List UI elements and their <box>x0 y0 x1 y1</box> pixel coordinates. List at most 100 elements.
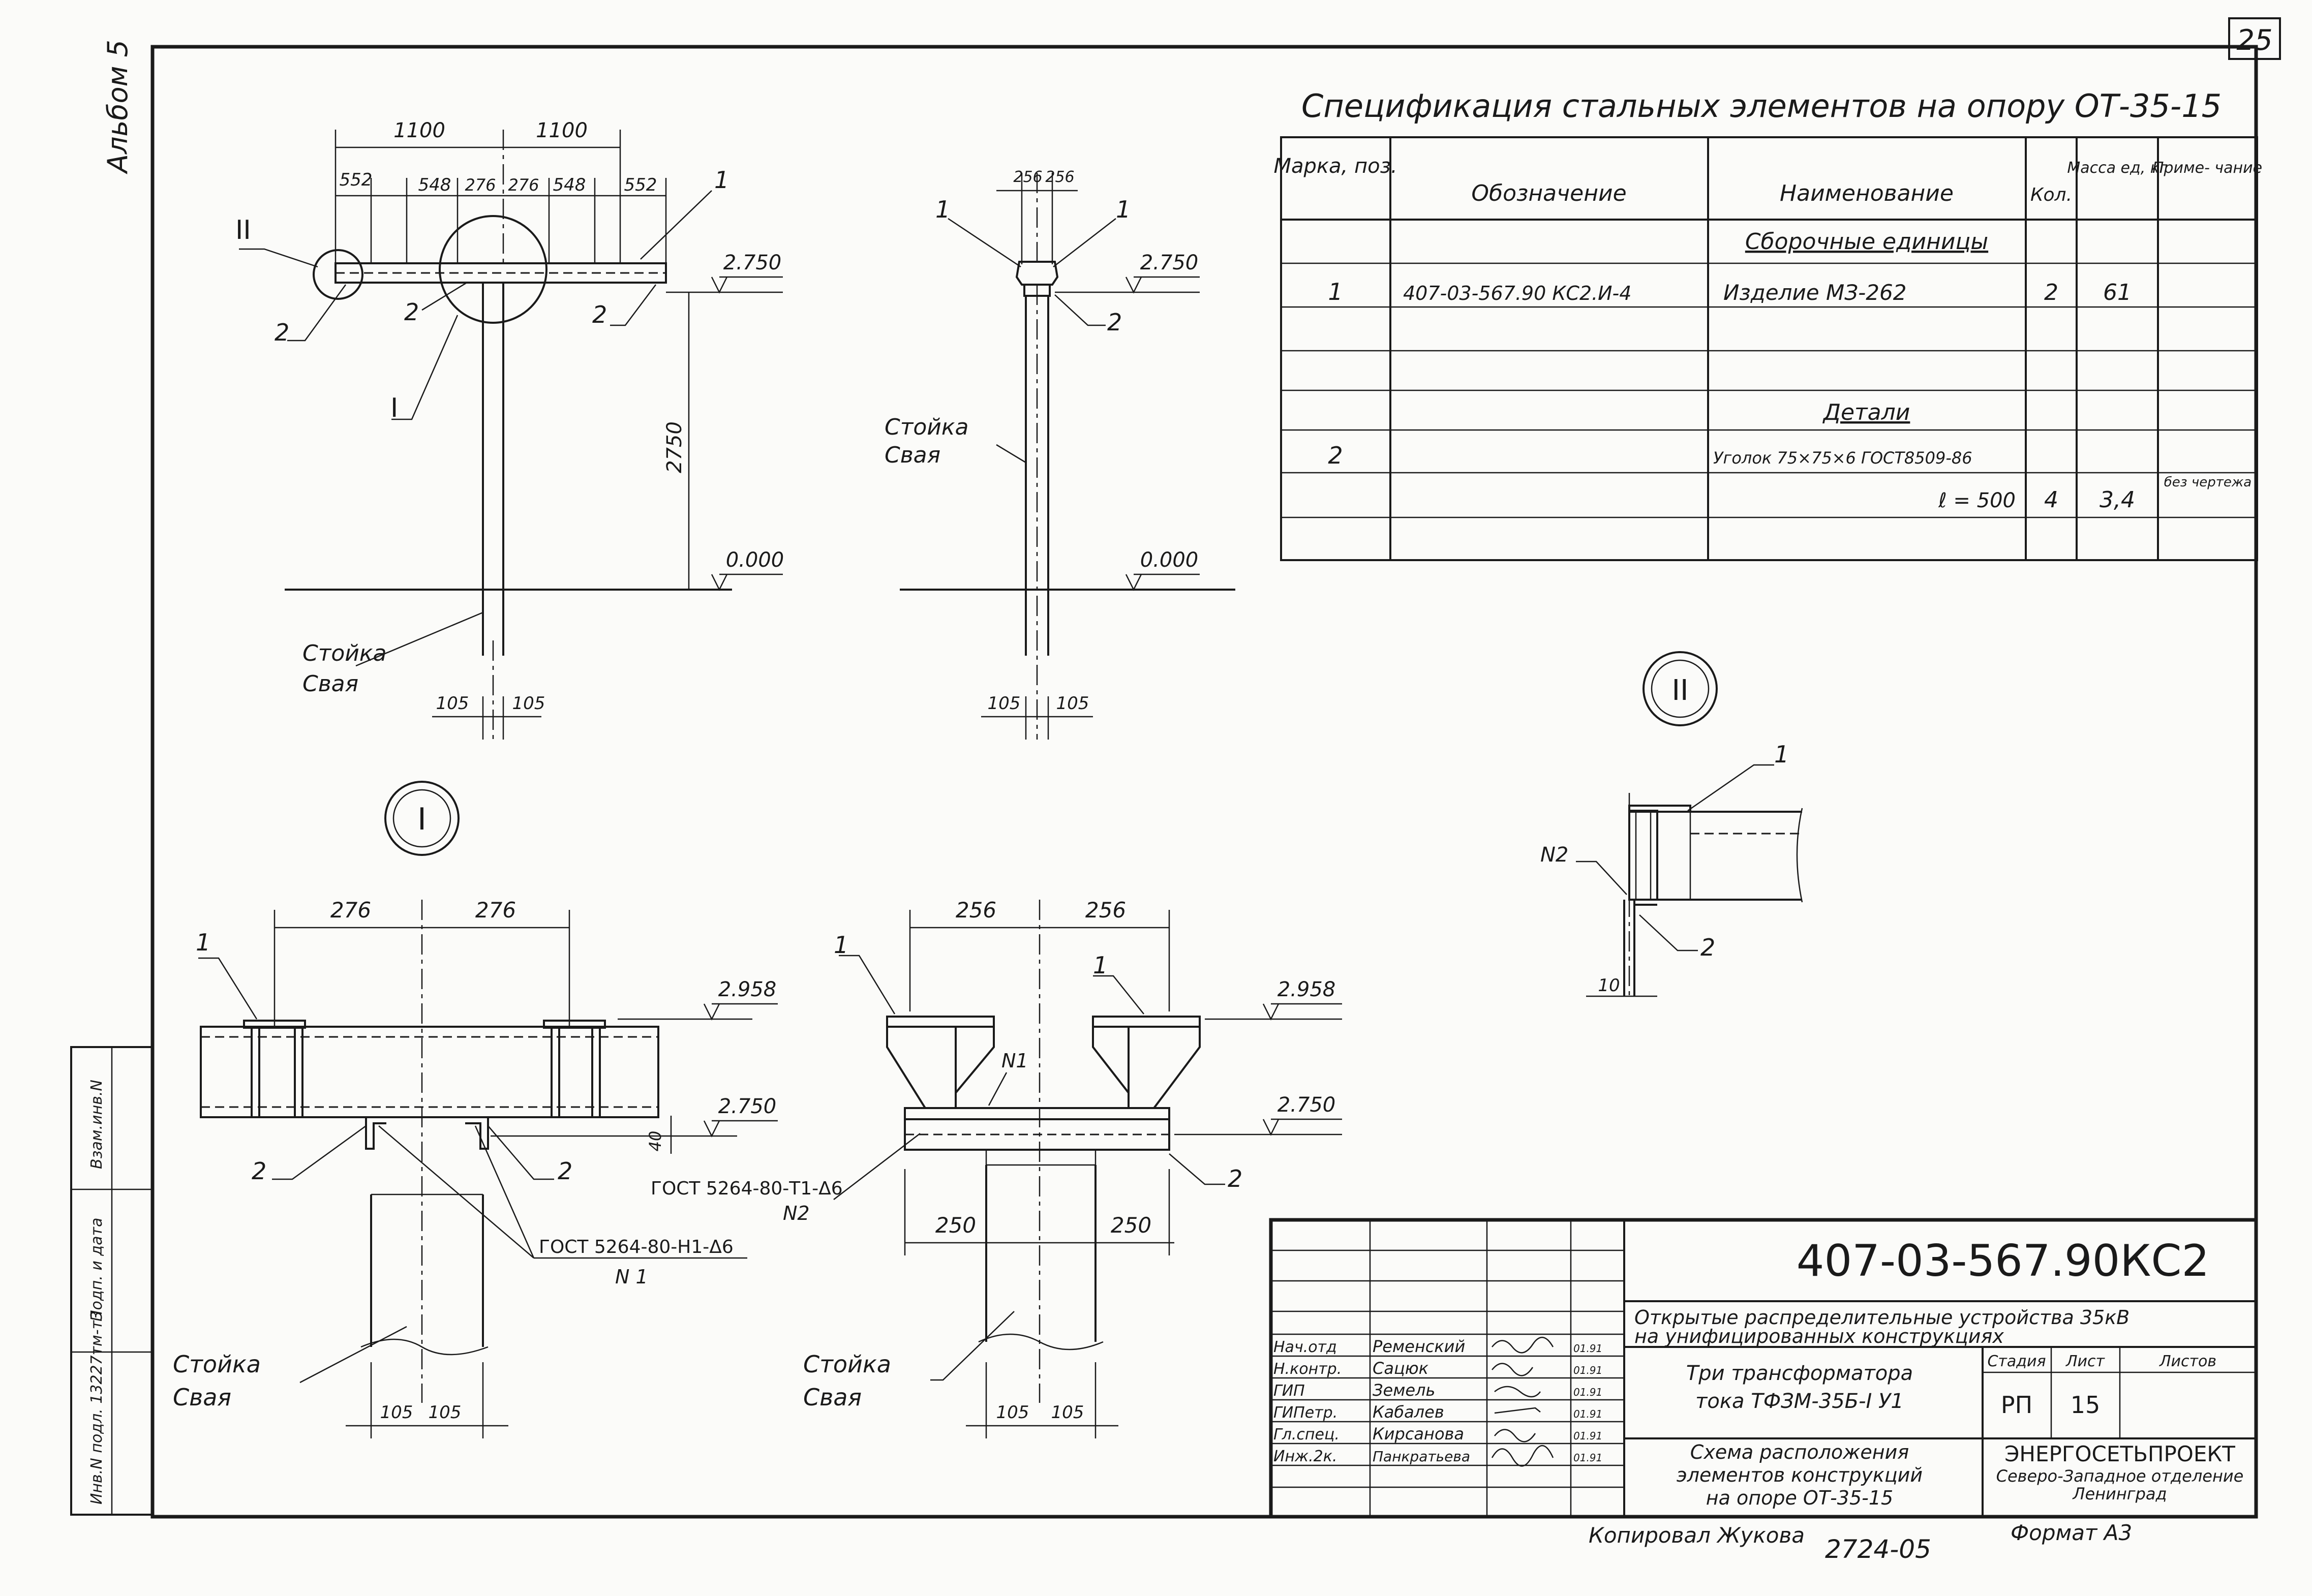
front-elev-ground: 0.000 <box>726 548 784 572</box>
spec-section-details: Детали <box>1822 400 1910 425</box>
stamp-sign-date: Подп. и дата <box>88 1218 106 1322</box>
tb-sheet-title-3: на опоре ОТ-35-15 <box>1706 1487 1893 1509</box>
detII-callout-1: 1 <box>1774 741 1789 768</box>
front-callout-1: 1 <box>714 166 729 194</box>
tb-org-1: ЭНЕРГОСЕТЬПРОЕКТ <box>2004 1441 2235 1466</box>
side-callout-2: 2 <box>1107 309 1122 336</box>
tb-role-0: Нач.отд <box>1273 1338 1337 1356</box>
spec-row1-pos: 1 <box>1328 278 1343 305</box>
side-callout-1b: 1 <box>1116 196 1131 223</box>
detI-weld-2-tag: N2 <box>783 1202 810 1224</box>
front-dim-548-l: 548 <box>418 175 451 195</box>
spec-row1-mass: 61 <box>2103 280 2132 305</box>
side-elev-top: 2.750 <box>1140 251 1199 274</box>
front-dim-height: 2750 <box>663 421 686 473</box>
detI-weld-2: ГОСТ 5264-80-Т1-Δ6 <box>651 1178 843 1199</box>
side-view: 256 256 2.750 0.000 1 1 2 Стойка Свая 10… <box>885 168 1235 740</box>
front-view: 1100 1100 552 548 276 276 548 552 2750 2… <box>235 119 784 740</box>
front-pile-label: Свая <box>302 671 358 697</box>
detIs-dim-250-l: 250 <box>935 1213 976 1238</box>
spec-row1-name: Изделие МЗ-262 <box>1723 280 1906 305</box>
side-post-label: Стойка <box>885 414 968 440</box>
detI-dim-276-l: 276 <box>330 898 371 923</box>
detIs-weld-tag: N1 <box>1001 1050 1028 1072</box>
tb-sheet: 15 <box>2071 1391 2101 1419</box>
format-label: Формат А3 <box>2011 1520 2132 1545</box>
detail-II-marker: II <box>1671 674 1688 707</box>
front-elev-top: 2.750 <box>723 251 782 274</box>
tb-org-3: Ленинград <box>2072 1484 2167 1503</box>
tb-date-5: 01.91 <box>1573 1452 1602 1464</box>
tb-date-4: 01.91 <box>1573 1430 1602 1442</box>
detIs-dim-250-r: 250 <box>1111 1213 1151 1238</box>
spec-section-assembly: Сборочные единицы <box>1745 229 1988 255</box>
front-dim-1100-left: 1100 <box>393 119 445 142</box>
detI-weld-1-tag: N 1 <box>615 1266 648 1288</box>
detI-post-label: Стойка <box>173 1351 261 1378</box>
detIs-callout-1a: 1 <box>834 931 848 959</box>
spec-row2-name: Уголок 75×75×6 ГОСТ8509-86 <box>1713 448 1972 468</box>
front-callout-2b: 2 <box>404 298 419 326</box>
tb-date-0: 01.91 <box>1573 1342 1602 1355</box>
tb-date-3: 01.91 <box>1573 1408 1602 1420</box>
tb-sheet-title-2: элементов конструкций <box>1677 1464 1923 1486</box>
tb-name-0: Ременский <box>1373 1337 1465 1356</box>
side-dim-105-l: 105 <box>988 693 1021 714</box>
spec-title: Спецификация стальных элементов на опору… <box>1301 87 2222 125</box>
tb-project-2: на унифицированных конструкциях <box>1634 1325 2004 1347</box>
side-elev-ground: 0.000 <box>1140 548 1199 572</box>
spec-row3-mass: 3,4 <box>2100 487 2135 513</box>
front-callout-I: I <box>390 393 398 423</box>
detI-elev-top: 2.958 <box>718 978 777 1001</box>
spec-header-qty: Кол. <box>2030 185 2072 205</box>
tb-role-3: ГИПетр. <box>1273 1404 1337 1422</box>
detI-pile-label: Свая <box>173 1384 231 1411</box>
detI-elev-mid: 2.750 <box>718 1095 777 1118</box>
order-number: 2724-05 <box>1825 1534 1931 1564</box>
detI-dim-276-r: 276 <box>475 898 516 923</box>
spec-row1-qty: 2 <box>2044 280 2058 305</box>
tb-project-1: Открытые распределительные устройства 35… <box>1634 1306 2130 1329</box>
tb-stage: РП <box>2001 1391 2032 1419</box>
detI-dim-105-r: 105 <box>429 1402 462 1423</box>
side-pile-label: Свая <box>885 442 940 468</box>
side-dim-256-r: 256 <box>1045 168 1074 186</box>
front-callout-II: II <box>235 215 251 245</box>
tb-sheet-title-1: Схема расположения <box>1690 1441 1909 1463</box>
front-dim-276-l: 276 <box>465 175 496 195</box>
spec-row3-name: ℓ = 500 <box>1938 489 2016 512</box>
detail-I-side: 256 256 250 250 2.958 2.750 1 <box>803 898 1342 1438</box>
spec-table: Спецификация стальных элементов на опору… <box>1273 87 2262 561</box>
detI-weld-1: ГОСТ 5264-80-Н1-Δ6 <box>539 1237 734 1257</box>
detI-callout-2b: 2 <box>558 1157 572 1185</box>
detIs-callout-1b: 1 <box>1093 952 1108 979</box>
spec-header-pos: Марка, поз. <box>1273 155 1397 178</box>
tb-role-4: Гл.спец. <box>1273 1426 1340 1444</box>
detIs-dim-105-r: 105 <box>1051 1402 1084 1423</box>
spec-row2-pos: 2 <box>1328 442 1343 469</box>
front-dim-105-r: 105 <box>512 693 545 714</box>
tb-name-5: Панкратьева <box>1373 1448 1470 1465</box>
detIs-elev-top: 2.958 <box>1277 978 1336 1001</box>
spec-row3-qty: 4 <box>2044 487 2058 513</box>
front-callout-2c: 2 <box>592 301 607 328</box>
detI-callout-1: 1 <box>196 929 210 956</box>
tb-name-1: Сацюк <box>1373 1359 1429 1378</box>
front-dim-548-r: 548 <box>553 175 586 195</box>
detail-I-marker: I <box>417 802 427 837</box>
front-dim-105-l: 105 <box>436 693 469 714</box>
tb-stage-h: Стадия <box>1987 1353 2046 1370</box>
side-dim-105-r: 105 <box>1056 693 1089 714</box>
side-stamp: Взам.инв.N Подп. и дата Инв.N подл. 1322… <box>70 1046 154 1516</box>
tb-doc-code: 407-03-567.90КС2 <box>1797 1236 2209 1286</box>
detIs-elev-mid: 2.750 <box>1277 1093 1336 1117</box>
tb-signatures <box>1491 1336 1554 1467</box>
tb-date-2: 01.91 <box>1573 1386 1602 1398</box>
tb-date-1: 01.91 <box>1573 1364 1602 1376</box>
front-dim-276-r: 276 <box>508 175 539 195</box>
detII-dim-10: 10 <box>1598 975 1620 996</box>
page-number: 25 <box>2236 24 2272 57</box>
front-post-label: Стойка <box>302 640 386 666</box>
